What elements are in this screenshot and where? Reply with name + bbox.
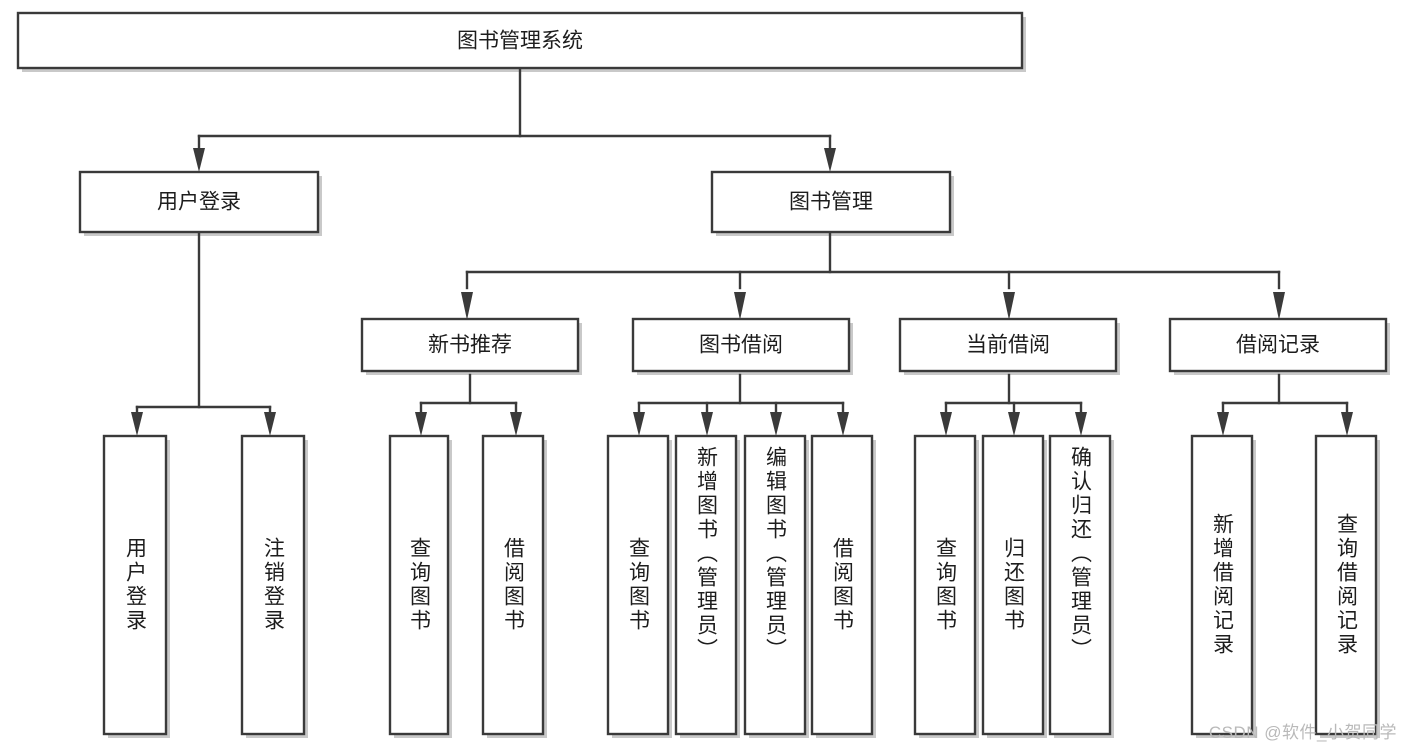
node-borrow-record[interactable] [1168, 317, 1388, 373]
node-leaf-query-book-2[interactable] [606, 434, 670, 736]
node-leaf-logout[interactable] [240, 434, 306, 736]
node-leaf-add-book[interactable] [674, 434, 738, 736]
node-leaf-borrow-book-1[interactable] [481, 434, 545, 736]
node-current-borrow[interactable] [898, 317, 1118, 373]
arrow-heads [131, 148, 1353, 436]
node-leaf-query-record[interactable] [1314, 434, 1378, 736]
label-user-login: 用户登录 [157, 191, 241, 214]
node-new-book-recommend[interactable] [360, 317, 580, 373]
label-current-borrow: 当前借阅 [966, 334, 1050, 357]
connector-lines [135, 66, 1349, 414]
node-leaf-query-book-1[interactable] [388, 434, 450, 736]
label-book-manage: 图书管理 [789, 191, 873, 214]
node-leaf-return-book[interactable] [981, 434, 1045, 736]
node-leaf-confirm-return[interactable] [1048, 434, 1112, 736]
node-root[interactable] [16, 11, 1024, 70]
node-leaf-borrow-book-2[interactable] [810, 434, 874, 736]
node-user-login[interactable] [78, 170, 320, 234]
label-book-borrow: 图书借阅 [699, 334, 783, 357]
label-new-book-recommend: 新书推荐 [428, 334, 512, 357]
node-leaf-user-login[interactable] [102, 434, 168, 736]
node-leaf-edit-book[interactable] [743, 434, 807, 736]
label-borrow-record: 借阅记录 [1236, 334, 1320, 357]
node-leaf-query-book-3[interactable] [913, 434, 977, 736]
label-root: 图书管理系统 [457, 30, 583, 53]
csdn-watermark: CSDN @软件_小贺同学 [1208, 723, 1397, 742]
node-book-manage[interactable] [710, 170, 952, 234]
node-book-borrow[interactable] [631, 317, 851, 373]
node-leaf-add-record[interactable] [1190, 434, 1254, 736]
